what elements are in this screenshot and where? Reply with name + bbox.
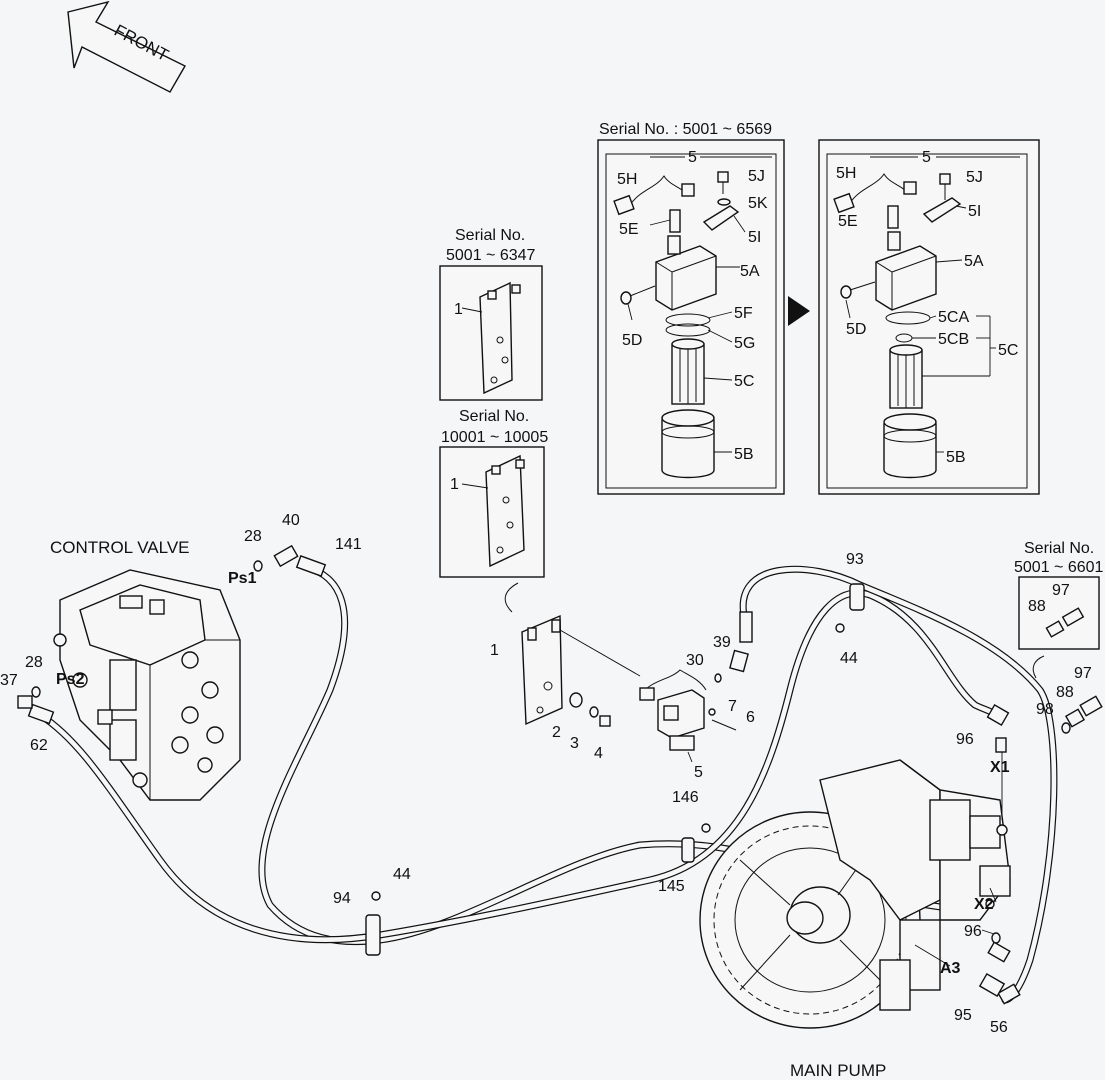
filter-old-label: 5C xyxy=(734,373,754,390)
part-label: 98 xyxy=(1036,701,1054,718)
part-label: 97 xyxy=(1052,582,1070,599)
part-label: 44 xyxy=(840,650,858,667)
part-label: 141 xyxy=(335,536,362,553)
filter-old-label: 5I xyxy=(748,229,761,246)
part-label: 4 xyxy=(594,745,603,762)
clamps xyxy=(365,583,865,956)
bracket-solenoid-assembly xyxy=(521,614,749,763)
filter-old-serial: Serial No. : 5001 ~ 6569 xyxy=(599,121,772,138)
part-label: 44 xyxy=(393,866,411,883)
part-label: 88 xyxy=(1028,598,1046,615)
filter-old-label: 5B xyxy=(734,446,754,463)
serial-a-line2: 5001 ~ 6347 xyxy=(446,247,536,264)
filter-old-label: 5F xyxy=(734,305,753,322)
part-label: 28 xyxy=(244,528,262,545)
filter-new-label: 5J xyxy=(966,169,983,186)
main-pump-body xyxy=(699,737,1011,1029)
filter-new-label: 5A xyxy=(964,253,984,270)
serial-box-bracket-a: Serial No. 5001 ~ 6347 xyxy=(439,227,543,401)
filter-old-label: 5H xyxy=(617,171,637,188)
part-label: 93 xyxy=(846,551,864,568)
part-label: 88 xyxy=(1056,684,1074,701)
part-label: 7 xyxy=(728,698,737,715)
serial-fit-line1: Serial No. xyxy=(1024,540,1094,557)
filter-new-label: 5CB xyxy=(938,331,969,348)
filter-new-label: 5I xyxy=(968,203,981,220)
control-valve-body xyxy=(53,569,241,801)
filter-new-label: 5C xyxy=(998,342,1018,359)
filter-old-label: 5A xyxy=(740,263,760,280)
part-label: 96 xyxy=(964,923,982,940)
port-label: X2 xyxy=(974,896,994,913)
port-label: Ps1 xyxy=(228,570,257,587)
part-label: 1 xyxy=(490,642,499,659)
filter-old-label: 5D xyxy=(622,332,642,349)
part-label: 94 xyxy=(333,890,351,907)
part-label: 95 xyxy=(954,1007,972,1024)
serial-a-line1: Serial No. xyxy=(455,227,525,244)
part-label: 37 xyxy=(0,672,18,689)
filter-new-label: 5D xyxy=(846,321,866,338)
filter-new-labels: 5 5H 5J 5E 5I 5A 5CA 5D 5CB 5C 5B xyxy=(836,149,1018,466)
filter-old-label: 5J xyxy=(748,168,765,185)
port-label: Ps2 xyxy=(56,671,85,688)
main-pump-title: MAIN PUMP xyxy=(790,1061,886,1080)
port-label: A3 xyxy=(940,960,961,977)
filter-old-box: Serial No. : 5001 ~ 6569 xyxy=(597,121,785,495)
part-label: 145 xyxy=(658,878,685,895)
ps1-fittings xyxy=(17,544,299,709)
part-label: 56 xyxy=(990,1019,1008,1036)
part-label: 39 xyxy=(713,634,731,651)
serial-box-fittings: Serial No. 5001 ~ 6601 xyxy=(1014,540,1104,679)
port-label: X1 xyxy=(990,759,1010,776)
filter-new-label: 5 xyxy=(922,149,931,166)
part-label: 2 xyxy=(552,724,561,741)
part-label: 30 xyxy=(686,652,704,669)
filter-old-label: 5 xyxy=(688,149,697,166)
part-label: 146 xyxy=(672,789,699,806)
part-label: 40 xyxy=(282,512,300,529)
part-label: 96 xyxy=(956,731,974,748)
part-label: 28 xyxy=(25,654,43,671)
part-label: 1 xyxy=(454,301,463,318)
part-label: 5 xyxy=(694,764,703,781)
filter-new-label: 5CA xyxy=(938,309,969,326)
filter-new-label: 5H xyxy=(836,165,856,182)
serial-b-line2: 10001 ~ 10005 xyxy=(441,429,548,446)
serial-box-bracket-b: Serial No. 10001 ~ 10005 xyxy=(439,408,548,613)
filter-old-labels: 5 5H 5J 5K 5E 5I 5A 5F 5D 5G 5C 5B xyxy=(617,149,768,463)
filter-old-label: 5G xyxy=(734,335,755,352)
control-valve-title: CONTROL VALVE xyxy=(50,538,190,557)
filter-change-arrow xyxy=(788,296,810,326)
part-label: 6 xyxy=(746,709,755,726)
filter-new-label: 5B xyxy=(946,449,966,466)
filter-new-label: 5E xyxy=(838,213,858,230)
front-arrow: FRONT xyxy=(67,0,186,93)
part-label: 62 xyxy=(30,737,48,754)
filter-old-label: 5K xyxy=(748,195,768,212)
filter-new-box xyxy=(818,139,1040,495)
part-label: 97 xyxy=(1074,665,1092,682)
serial-fit-line2: 5001 ~ 6601 xyxy=(1014,559,1104,576)
part-label: 3 xyxy=(570,735,579,752)
filter-old-label: 5E xyxy=(619,221,639,238)
pump-fittings-right xyxy=(1061,695,1103,734)
part-label: 1 xyxy=(450,476,459,493)
serial-b-line1: Serial No. xyxy=(459,408,529,425)
